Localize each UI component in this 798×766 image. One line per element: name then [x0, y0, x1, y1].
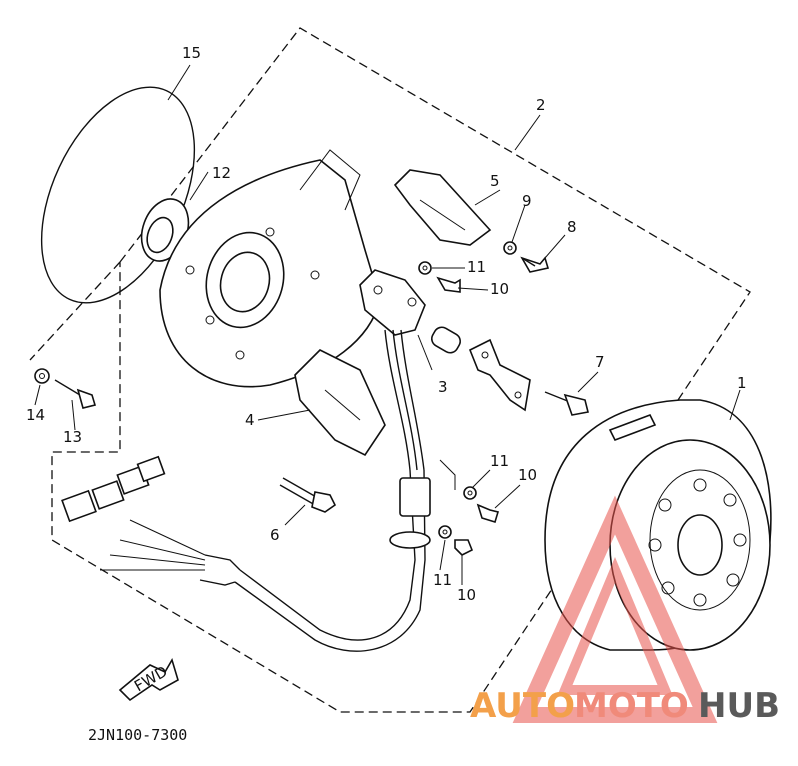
callout-1: 1 — [737, 374, 747, 392]
wiring-harness — [100, 329, 456, 652]
watermark-moto: MOTO — [574, 686, 689, 726]
callout-2: 2 — [536, 96, 546, 114]
callout-11-c: 11 — [433, 571, 452, 589]
forward-arrow: FWD — [118, 658, 179, 702]
fasteners — [34, 241, 589, 556]
callout-labels: 15 2 12 5 9 8 11 10 3 7 1 4 14 13 11 10 … — [26, 44, 747, 604]
part-code-label: 2JN100-7300 — [88, 726, 187, 744]
callout-4: 4 — [245, 411, 255, 429]
part-rectifier-unit — [294, 349, 386, 457]
callout-5: 5 — [490, 172, 500, 190]
part-pickup-coil — [393, 169, 492, 246]
callout-7: 7 — [595, 353, 605, 371]
watermark-hub: HUB — [698, 686, 780, 726]
callout-3: 3 — [438, 378, 448, 396]
part-lead-bracket — [468, 338, 531, 412]
boundary-link — [29, 261, 121, 361]
callout-10-c: 10 — [457, 586, 476, 604]
callout-leaders — [34, 64, 741, 585]
callout-14: 14 — [26, 406, 45, 424]
callout-12: 12 — [212, 164, 231, 182]
automotohub-watermark: AUTO MOTO HUB — [470, 495, 780, 726]
harness-connectors — [61, 455, 166, 523]
assembly-boundary — [51, 27, 751, 713]
watermark-triangle-logo — [512, 495, 718, 723]
callout-10-b: 10 — [518, 466, 537, 484]
callout-6: 6 — [270, 526, 280, 544]
part-stator-cover — [159, 149, 381, 388]
callout-8: 8 — [567, 218, 577, 236]
part-stator-coil — [359, 269, 461, 354]
watermark-auto: AUTO — [470, 686, 575, 726]
callout-15: 15 — [182, 44, 201, 62]
callout-11-a: 11 — [467, 258, 486, 276]
callout-13: 13 — [63, 428, 82, 446]
callout-10-a: 10 — [490, 280, 509, 298]
callout-11-b: 11 — [490, 452, 509, 470]
callout-9: 9 — [522, 192, 532, 210]
